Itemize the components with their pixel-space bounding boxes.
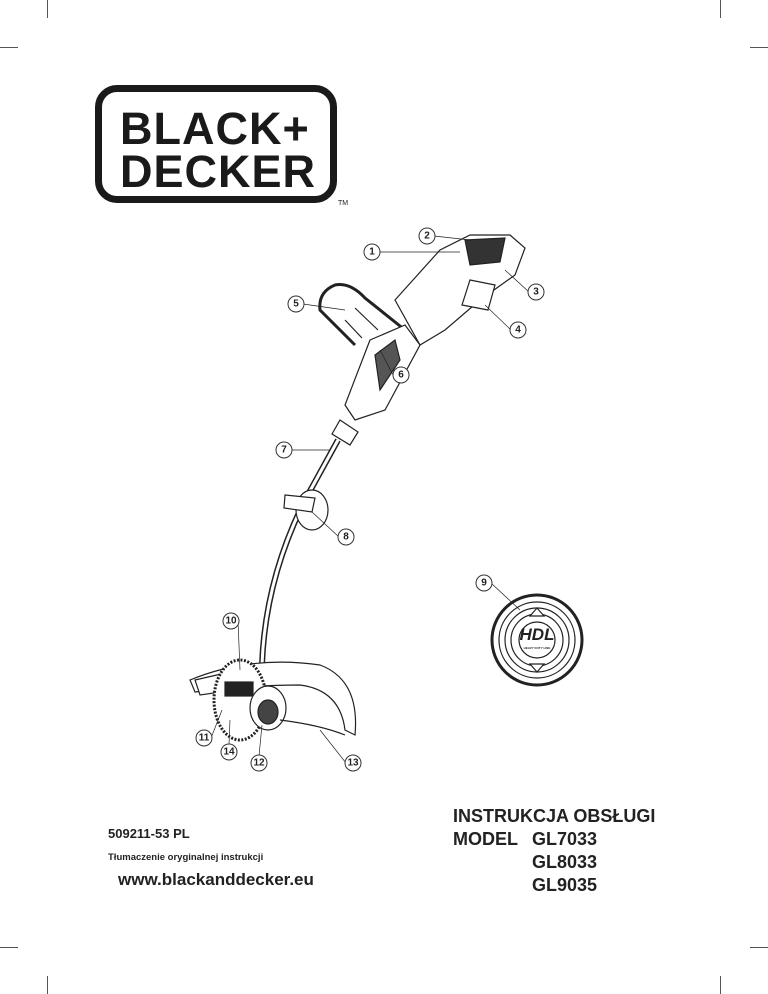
translation-note: Tłumaczenie oryginalnej instrukcji <box>108 852 264 863</box>
callout-1: 1 <box>363 243 381 261</box>
callout-10: 10 <box>222 612 240 630</box>
document-code: 509211-53 PL <box>108 826 190 841</box>
spool-cap-subtitle: HEAVY DUTY LINE <box>523 646 551 650</box>
trademark: TM <box>338 200 349 207</box>
callout-4: 4 <box>509 321 527 339</box>
model-number: GL7033 <box>532 829 598 849</box>
model-label: MODEL <box>453 829 518 849</box>
crop-mark <box>720 0 721 18</box>
model-number: GL9035 <box>532 875 598 895</box>
logo-line1: BLACK+ <box>120 103 310 154</box>
callout-12: 12 <box>250 754 268 772</box>
callout-9: 9 <box>475 574 493 592</box>
crop-mark <box>47 0 48 18</box>
callout-14: 14 <box>220 743 238 761</box>
brand-logo: BLACK+ DECKER <box>95 85 337 203</box>
callout-5: 5 <box>287 295 305 313</box>
callout-3: 3 <box>527 283 545 301</box>
crop-mark <box>750 947 768 948</box>
callout-11: 11 <box>195 729 213 747</box>
crop-mark <box>0 47 18 48</box>
spool-cap-brand: HDL <box>519 625 555 644</box>
logo-line2: DECKER <box>120 146 317 197</box>
website-link[interactable]: www.blackanddecker.eu <box>118 870 314 889</box>
crop-mark <box>0 947 18 948</box>
manual-title: INSTRUKCJA OBSŁUGI <box>453 806 656 826</box>
crop-mark <box>720 976 721 994</box>
callout-8: 8 <box>337 528 355 546</box>
callout-7: 7 <box>275 441 293 459</box>
callout-2: 2 <box>418 227 436 245</box>
model-number: GL8033 <box>532 852 598 872</box>
callout-13: 13 <box>344 754 362 772</box>
crop-mark <box>47 976 48 994</box>
callout-6: 6 <box>392 366 410 384</box>
crop-mark <box>750 47 768 48</box>
